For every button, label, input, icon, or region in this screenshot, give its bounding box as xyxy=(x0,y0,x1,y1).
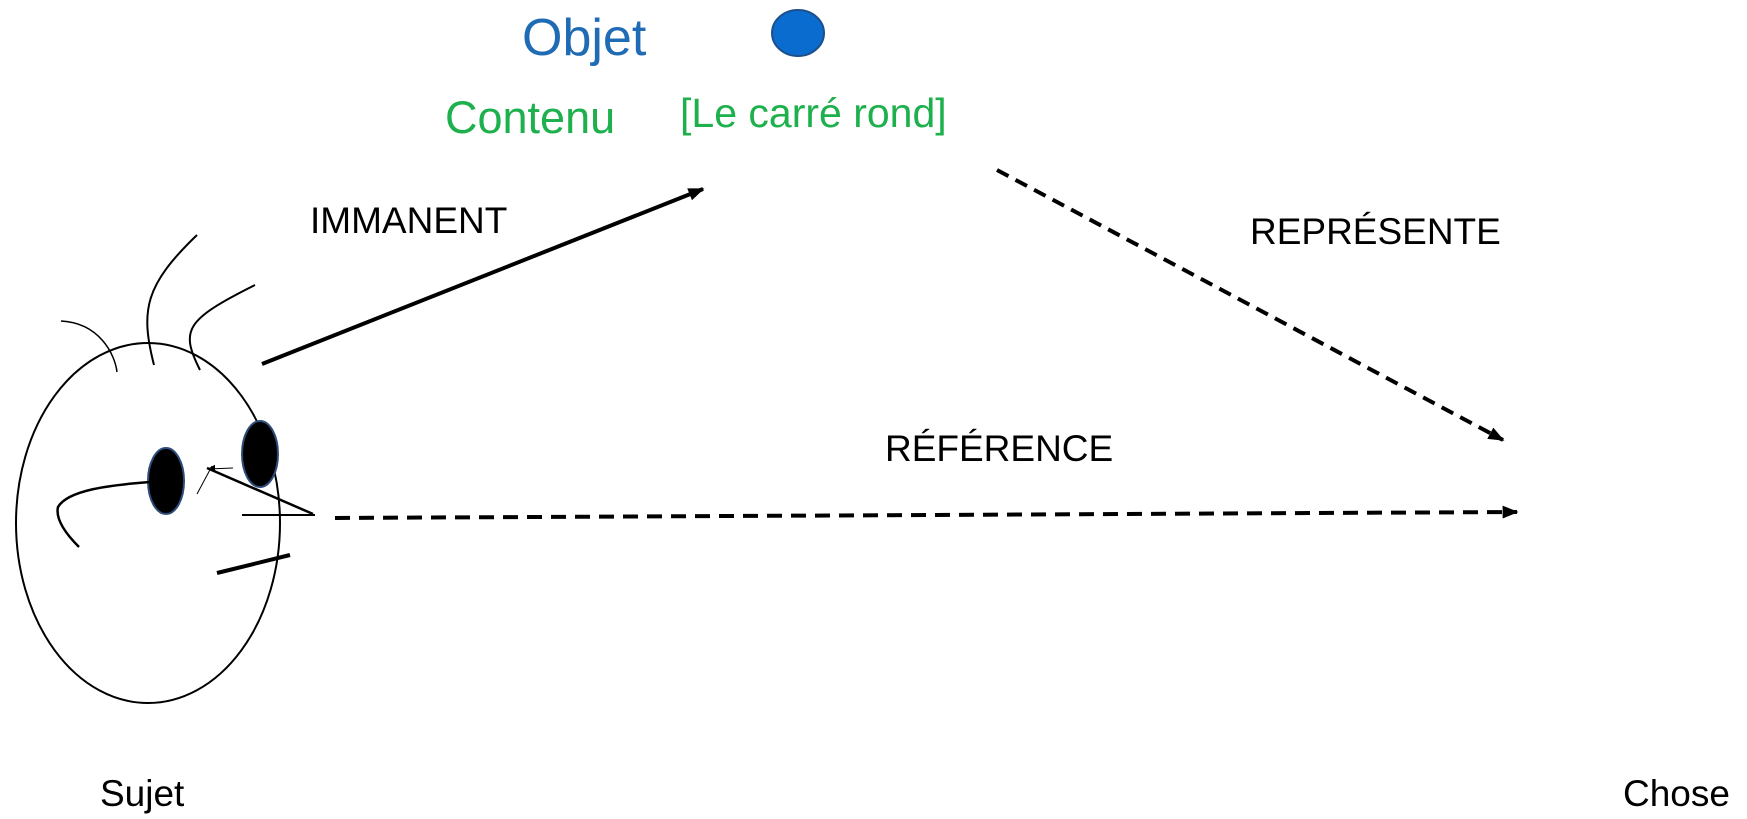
immanent-label: IMMANENT xyxy=(310,200,508,241)
nose-stroke xyxy=(206,466,314,516)
face-head-outline xyxy=(15,342,281,704)
sujet-label: Sujet xyxy=(100,773,185,814)
reference-arrow xyxy=(334,505,1519,520)
face-squiggle xyxy=(56,480,151,548)
hair-strand xyxy=(146,234,198,366)
objet-label: Objet xyxy=(522,9,647,67)
reference-label: RÉFÉRENCE xyxy=(885,428,1114,469)
immanent-arrow xyxy=(261,187,705,366)
carre-rond-label: [Le carré rond] xyxy=(680,90,947,136)
represente-label: REPRÉSENTE xyxy=(1250,211,1501,252)
chose-label: Chose xyxy=(1623,773,1730,814)
represente-arrow xyxy=(996,168,1505,442)
object-dot xyxy=(771,9,825,57)
left-eye xyxy=(147,447,185,515)
hair-strand xyxy=(60,320,118,373)
subject-face xyxy=(15,234,315,704)
mouth xyxy=(216,553,291,575)
right-eye xyxy=(241,420,279,488)
hair-strand xyxy=(188,284,256,371)
small-arrow-stem xyxy=(207,464,234,473)
small-arrow-stem xyxy=(196,465,213,495)
contenu-label: Contenu xyxy=(445,92,616,143)
